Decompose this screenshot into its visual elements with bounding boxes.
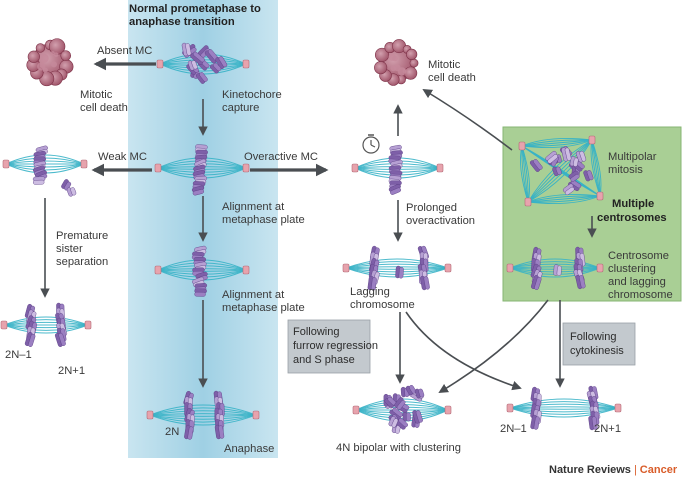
- label-prolonged-2: overactivation: [406, 215, 475, 227]
- furrow-regression-box: [287, 319, 371, 374]
- credit-line: Nature Reviews|Cancer: [549, 464, 678, 476]
- label-clustering-4: chromosome: [608, 289, 673, 301]
- label-2n-plus-right: 2N+1: [594, 423, 621, 435]
- label-2n-center: 2N: [165, 426, 179, 438]
- label-alignment-1a: Alignment at: [222, 201, 285, 213]
- clock-icon: [362, 134, 380, 154]
- label-lagging-1: Lagging: [350, 286, 390, 298]
- label-cell-death-right-1: Mitotic: [428, 59, 461, 71]
- label-multipolar-1: Multipolar: [608, 151, 657, 163]
- arrow-multipolar-to-death: [422, 89, 513, 151]
- header-line-1: Normal prometaphase to: [129, 3, 261, 15]
- label-bipolar: 4N bipolar with clustering: [336, 442, 461, 454]
- cell-kinetochore-capture: [156, 42, 250, 84]
- label-weak-mc: Weak MC: [98, 151, 147, 163]
- label-absent-mc: Absent MC: [97, 45, 152, 57]
- cell-aneuploid-right: [506, 385, 622, 431]
- cells: [0, 42, 622, 440]
- label-kinetochore-1: Kinetochore: [222, 89, 282, 101]
- label-2n-minus-right: 2N–1: [500, 423, 527, 435]
- label-clustering-1: Centrosome: [608, 250, 669, 262]
- label-alignment-2b: metaphase plate: [222, 302, 305, 314]
- label-clustering-2: clustering: [608, 263, 656, 275]
- cell-clustering: [506, 246, 604, 290]
- cell-weak-mc: [2, 145, 88, 197]
- cell-anaphase: [146, 390, 260, 440]
- label-premature-2: sister: [56, 243, 83, 255]
- cell-4n-bipolar: [352, 385, 452, 434]
- box-cytokinesis-1: Following: [570, 331, 616, 343]
- label-lagging-2: chromosome: [350, 299, 415, 311]
- label-kinetochore-2: capture: [222, 102, 259, 114]
- credit-separator: |: [634, 464, 637, 476]
- box-cytokinesis-2: cytokinesis: [570, 345, 624, 357]
- cell-multipolar: [518, 135, 604, 207]
- cytokinesis-box: [562, 322, 636, 366]
- cell-lagging: [342, 245, 452, 291]
- dead-cell-left: [26, 38, 74, 87]
- label-multipolar-2: mitosis: [608, 164, 643, 176]
- label-prolonged-1: Prolonged: [406, 202, 457, 214]
- label-alignment-1b: metaphase plate: [222, 214, 305, 226]
- credit-section: Cancer: [640, 464, 678, 476]
- arrows: [40, 57, 597, 393]
- label-overactive-mc: Overactive MC: [244, 151, 318, 163]
- label-multiple-2: centrosomes: [597, 212, 667, 224]
- label-cell-death-left-2: cell death: [80, 102, 128, 114]
- cell-alignment-1: [154, 144, 250, 196]
- label-clustering-3: and lagging: [608, 276, 666, 288]
- label-2n-plus-left: 2N+1: [58, 365, 85, 377]
- label-premature-3: separation: [56, 256, 108, 268]
- box-furrow-3: and S phase: [293, 354, 355, 366]
- dead-cell-right: [374, 39, 419, 86]
- arrow-lagging-to-aneuploid: [405, 311, 522, 391]
- box-furrow-2: furrow regression: [293, 340, 378, 352]
- label-anaphase: Anaphase: [224, 443, 274, 455]
- label-multiple-1: Multiple: [612, 198, 654, 210]
- cell-premature-anaphase: [0, 302, 92, 347]
- label-alignment-2a: Alignment at: [222, 289, 285, 301]
- arrow-clustering-to-bipolar: [438, 299, 549, 393]
- label-cell-death-left-1: Mitotic: [80, 89, 113, 101]
- header-line-2: anaphase transition: [129, 16, 235, 28]
- label-premature-1: Premature: [56, 230, 108, 242]
- label-cell-death-right-2: cell death: [428, 72, 476, 84]
- cell-overactive: [351, 144, 444, 195]
- label-2n-minus-left: 2N–1: [5, 349, 32, 361]
- credit-journal: Nature Reviews: [549, 464, 631, 476]
- dead-cells: [26, 38, 419, 87]
- cell-alignment-2: [154, 245, 250, 297]
- box-furrow-1: Following: [293, 326, 339, 338]
